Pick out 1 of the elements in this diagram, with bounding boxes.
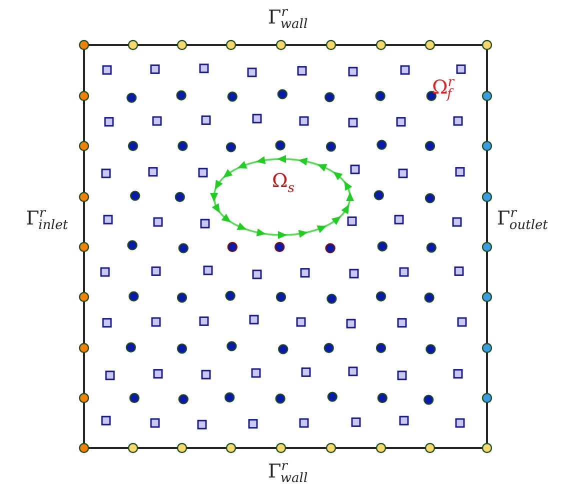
domain-label: Ω$_{s}$ <box>272 172 294 195</box>
